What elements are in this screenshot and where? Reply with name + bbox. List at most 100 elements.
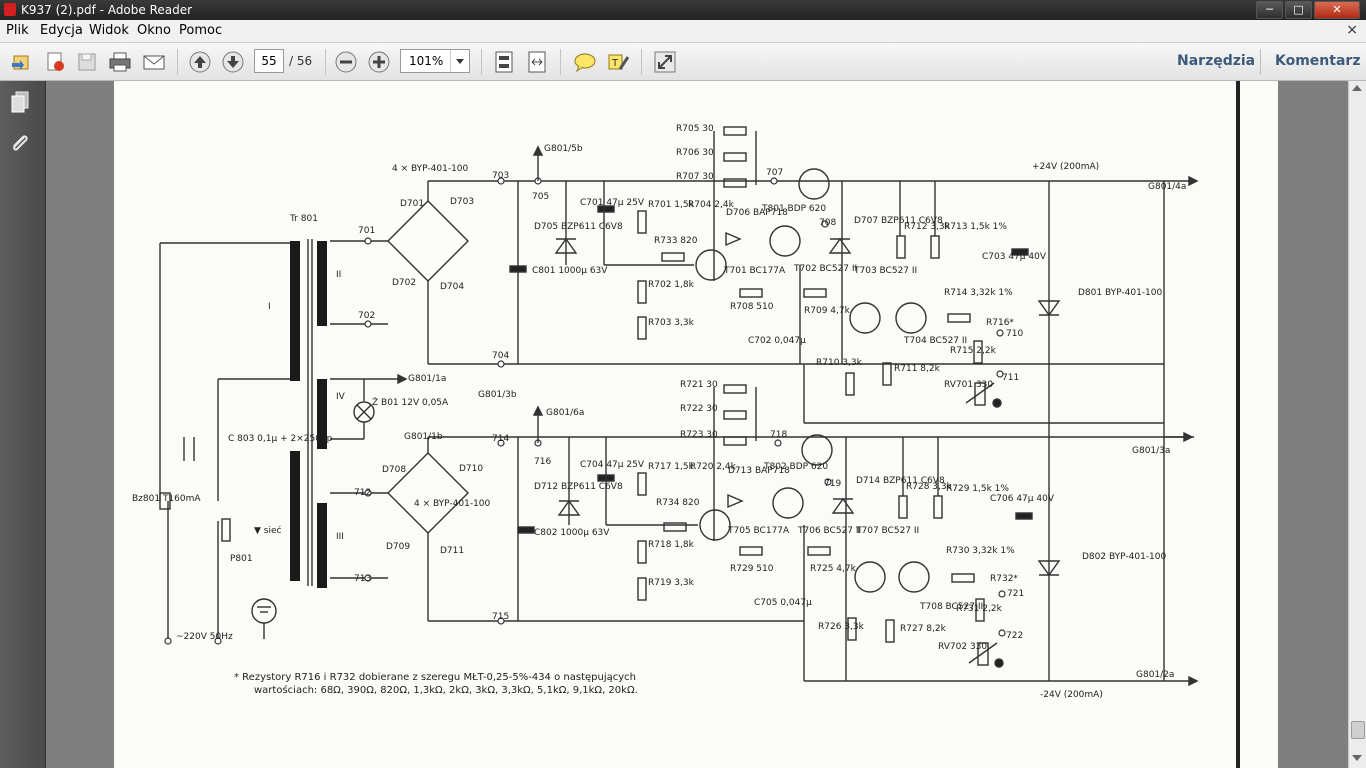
node-719: 719	[824, 479, 841, 489]
label-mains: ▼ sieć	[254, 525, 282, 536]
menu-okno[interactable]: Okno	[137, 23, 171, 38]
menu-bar: Plik Edycja Widok Okno Pomoc ×	[0, 20, 1366, 43]
create-pdf-icon[interactable]	[42, 49, 68, 75]
menu-widok[interactable]: Widok	[89, 23, 129, 38]
label-cap-mains: C 803 0,1µ + 2×2500p	[228, 434, 333, 444]
zoom-in-icon[interactable]	[366, 49, 392, 75]
menu-plik[interactable]: Plik	[6, 23, 29, 38]
zoom-out-icon[interactable]	[333, 49, 359, 75]
diode-d702: D702	[392, 278, 416, 288]
diode-d704: D704	[440, 282, 464, 292]
part-t708: T708 BC527 II	[919, 602, 983, 612]
label-fuse-aux: Ż B01 12V 0,05A	[372, 397, 449, 408]
node-722: 722	[1006, 631, 1023, 641]
node-714: 714	[492, 434, 509, 444]
part-r730: R730 3,32k 1%	[946, 546, 1015, 556]
document-view[interactable]: Tr 801 I II III IV 4 × BYP-401-100 4 × B…	[46, 81, 1348, 768]
label-supply-neg: -24V (200mA)	[1040, 690, 1103, 700]
attachments-icon[interactable]	[7, 131, 33, 157]
part-t706: T706 BC527 II	[797, 526, 861, 536]
svg-text:T: T	[611, 58, 619, 69]
expand-icon[interactable]	[652, 49, 678, 75]
label-bridge-bottom: 4 × BYP-401-100	[414, 499, 491, 509]
node-704: 704	[492, 351, 509, 361]
label-switch: P801	[230, 554, 253, 564]
part-r719: R719 3,3k	[648, 578, 695, 588]
previous-page-icon[interactable]	[187, 49, 213, 75]
label-supply-pos: +24V (200mA)	[1032, 162, 1099, 172]
part-r713: R713 1,5k 1%	[944, 222, 1007, 232]
label-conn-1b: G801/1b	[404, 432, 443, 442]
tools-button[interactable]: Narzędzia	[1177, 53, 1256, 69]
part-r731: R731 2,2k	[956, 604, 1003, 614]
part-r707: R707 30	[676, 172, 714, 182]
open-file-icon[interactable]	[8, 49, 34, 75]
part-t701: T701 BC177A	[723, 266, 786, 276]
scroll-down-icon[interactable]	[1352, 755, 1362, 761]
diode-d701: D701	[400, 199, 424, 209]
node-718: 718	[770, 430, 787, 440]
minimize-button[interactable]: ─	[1256, 1, 1283, 19]
menu-pomoc[interactable]: Pomoc	[179, 23, 223, 38]
part-r723: R723 30	[680, 430, 718, 440]
part-r729a: R729 510	[730, 564, 774, 574]
comment-button[interactable]: Komentarz	[1275, 53, 1361, 69]
vertical-scrollbar[interactable]	[1348, 81, 1366, 768]
sticky-note-icon[interactable]	[572, 49, 598, 75]
node-703: 703	[492, 171, 509, 181]
chevron-down-icon[interactable]	[450, 50, 469, 72]
part-t704: T704 BC527 II	[903, 336, 967, 346]
node-721: 721	[1007, 589, 1024, 599]
part-r708: R708 510	[730, 302, 774, 312]
title-bar: K937 (2).pdf - Adobe Reader ─ □ ✕	[0, 0, 1366, 20]
node-711: 711	[1002, 373, 1019, 383]
node-705: 705	[532, 192, 549, 202]
part-t707: T707 BC527 II	[855, 526, 919, 536]
label-winding-4: IV	[336, 392, 346, 402]
label-winding-3: III	[336, 532, 344, 542]
part-c801: C801 1000µ 63V	[532, 266, 608, 276]
part-r717: R717 1,5k	[648, 462, 695, 472]
part-c701: C701 47µ 25V	[580, 198, 645, 208]
save-icon[interactable]	[74, 49, 100, 75]
label-mains-voltage: ~220V 50Hz	[176, 632, 233, 642]
label-bridge-top: 4 × BYP-401-100	[392, 164, 469, 174]
node-716: 716	[534, 457, 551, 467]
part-r705: R705 30	[676, 124, 714, 134]
part-r725: R725 4,7k	[810, 564, 857, 574]
part-c802: C802 1000µ 63V	[534, 528, 610, 538]
menu-edycja[interactable]: Edycja	[40, 23, 83, 38]
email-icon[interactable]	[141, 49, 167, 75]
part-r729: R729 1,5k 1%	[946, 484, 1009, 494]
part-r733: R733 820	[654, 236, 698, 246]
highlight-text-icon[interactable]: T	[605, 49, 631, 75]
print-icon[interactable]	[107, 49, 133, 75]
part-r710: R710 3,3k	[816, 358, 863, 368]
part-t801: T801 BDP 620	[761, 204, 826, 214]
pages-thumbnail-icon[interactable]	[7, 89, 33, 115]
label-conn-3b: G801/3b	[478, 390, 517, 400]
part-c705: C705 0,047µ	[754, 598, 812, 608]
label-winding-2: II	[336, 270, 341, 280]
power-supply-schematic: Tr 801 I II III IV 4 × BYP-401-100 4 × B…	[132, 81, 1240, 768]
part-r714: R714 3,32k 1%	[944, 288, 1013, 298]
diode-d711: D711	[440, 546, 464, 556]
page-total: / 56	[289, 54, 313, 68]
part-d802: D802 BYP-401-100	[1082, 552, 1167, 562]
scroll-up-icon[interactable]	[1352, 85, 1362, 91]
part-r703: R703 3,3k	[648, 318, 695, 328]
part-d713: D713 BAP718	[728, 466, 790, 476]
fit-width-icon[interactable]	[524, 49, 550, 75]
close-button[interactable]: ✕	[1314, 1, 1360, 19]
part-d705: D705 BZP611 C6V8	[534, 222, 623, 232]
fit-page-icon[interactable]	[491, 49, 517, 75]
next-page-icon[interactable]	[220, 49, 246, 75]
maximize-button[interactable]: □	[1285, 1, 1312, 19]
scroll-thumb[interactable]	[1351, 721, 1365, 739]
part-t802: T802 BDP 620	[763, 462, 828, 472]
document-close-icon[interactable]: ×	[1346, 22, 1358, 38]
page-number-input[interactable]: 55	[254, 49, 284, 73]
zoom-select[interactable]: 101%	[400, 49, 470, 73]
part-rv701: RV701 330	[944, 380, 993, 390]
navigation-panel	[0, 81, 46, 768]
